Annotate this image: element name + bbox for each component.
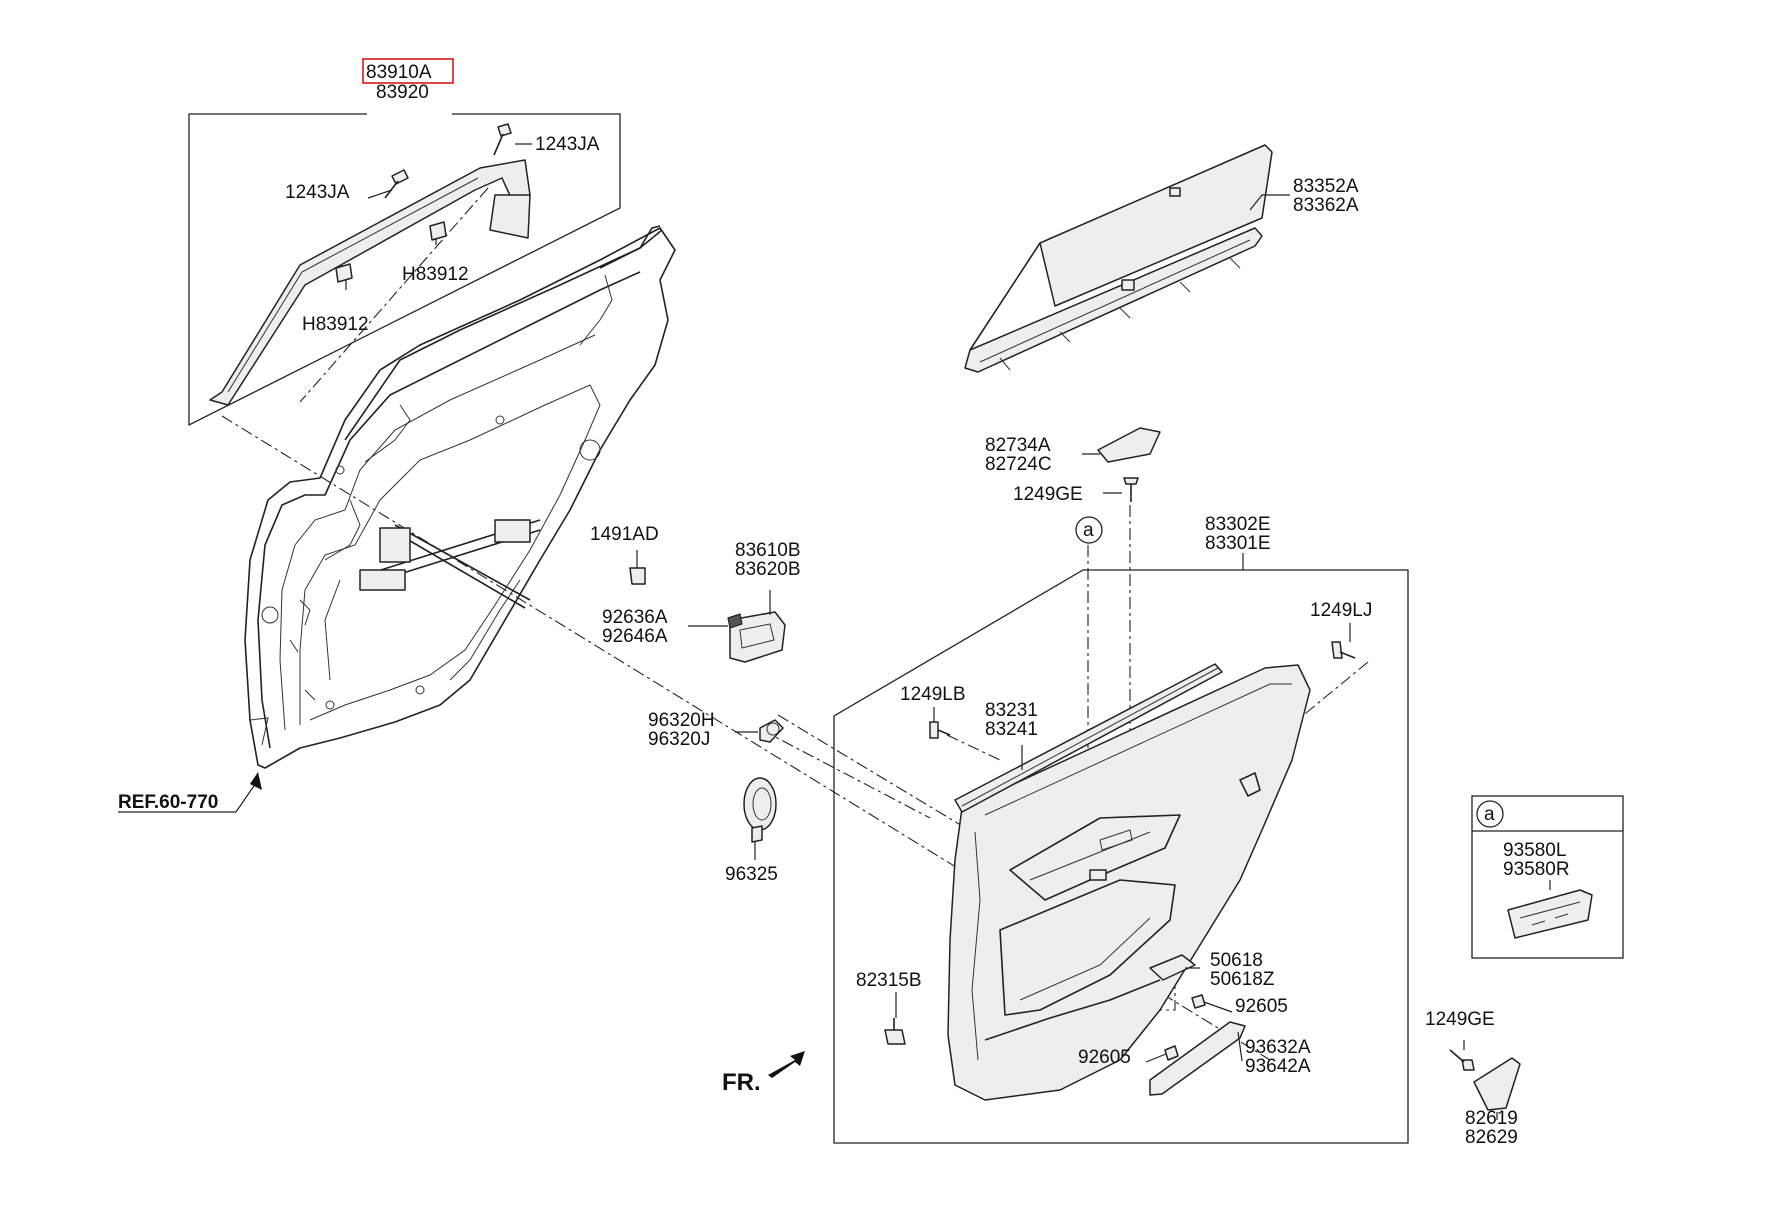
label-83301e: 83301E [1205, 533, 1271, 554]
bolt-1243ja-a [384, 169, 409, 199]
bolt-1243ja-b [493, 123, 512, 156]
label-83302e: 83302E [1205, 514, 1271, 535]
front-direction-arrow [768, 1051, 805, 1078]
label-93580r: 93580R [1503, 859, 1570, 880]
label-1249ge-b: 1249GE [1425, 1009, 1495, 1030]
label-92636a: 92636A [602, 607, 668, 628]
speaker-96325 [743, 777, 777, 843]
label-circle-a-inset: a [1484, 804, 1495, 825]
inset-box-a [1471, 795, 1624, 959]
clip-82315b [884, 1018, 906, 1045]
label-1249lb: 1249LB [900, 684, 966, 705]
label-93580l: 93580L [1503, 840, 1566, 861]
label-83610b: 83610B [735, 540, 801, 561]
power-window-switch-93580l [1507, 889, 1593, 939]
label-96320j: 96320J [648, 729, 710, 750]
highlight-box-83910a [362, 58, 454, 84]
label-96325: 96325 [725, 864, 778, 885]
label-92605-a: 92605 [1235, 996, 1288, 1017]
door-trim-group-frame [833, 569, 1409, 1144]
label-82619: 82619 [1465, 1108, 1518, 1129]
assembly-line-tweeter [761, 729, 931, 819]
label-ref: REF.60-770 [118, 792, 218, 813]
clip-1491ad [629, 567, 646, 585]
glass-run-channel [209, 159, 531, 406]
label-92646a: 92646A [602, 626, 668, 647]
leader-lines [345, 143, 1551, 1120]
label-h83912-b: H83912 [302, 314, 369, 335]
label-fr: FR. [722, 1069, 761, 1096]
door-frame-assembly [244, 225, 676, 769]
label-1243ja-b: 1243JA [285, 182, 350, 203]
label-83910a: 83910A [366, 62, 432, 83]
label-82315b: 82315B [856, 970, 922, 991]
label-93642a: 93642A [1245, 1056, 1311, 1077]
assembly-line-upper [299, 187, 489, 403]
screw-1249lb [929, 721, 951, 739]
label-92605-b: 92605 [1078, 1047, 1131, 1068]
screw-1249ge-top [1123, 477, 1139, 502]
label-circle-a: a [1083, 520, 1094, 541]
ref-arrow [118, 772, 262, 813]
part-labels: 83910A 83920 1243JA 1243JA H83912 H83912… [118, 62, 1570, 1148]
label-83352a: 83352A [1293, 176, 1359, 197]
label-1249lj: 1249LJ [1310, 600, 1372, 621]
bracket-82619 [1473, 1057, 1521, 1111]
clip-h83912-a [335, 263, 353, 283]
label-96320h: 96320H [648, 710, 715, 731]
label-50618: 50618 [1210, 950, 1263, 971]
label-83362a: 83362A [1293, 195, 1359, 216]
inside-handle-83610b [727, 611, 786, 663]
label-83231: 83231 [985, 700, 1038, 721]
garnish-93632a [1149, 1021, 1246, 1096]
label-1243ja-a: 1243JA [535, 134, 600, 155]
circle-a-inset-marker [1476, 800, 1504, 828]
label-50618z: 50618Z [1210, 969, 1275, 990]
clip-h83912-b [429, 221, 447, 241]
label-1491ad: 1491AD [590, 524, 659, 545]
label-82629: 82629 [1465, 1127, 1518, 1148]
garnish-82734a [1097, 427, 1161, 463]
screw-1249ge-bottom [1449, 1049, 1475, 1071]
screw-1249lj [1331, 641, 1356, 659]
assembly-line-1249lb [946, 734, 1001, 761]
label-93632a: 93632A [1245, 1037, 1311, 1058]
assembly-line-glass-run [221, 415, 1271, 1061]
label-1249ge-a: 1249GE [1013, 484, 1083, 505]
weatherstrip-83231 [954, 663, 1223, 813]
label-83620b: 83620B [735, 559, 801, 580]
pad-50618 [1149, 954, 1196, 981]
label-83920: 83920 [376, 82, 429, 103]
label-82734a: 82734A [985, 435, 1051, 456]
label-82724c: 82724C [985, 454, 1052, 475]
glass-run-group-frame [188, 113, 621, 427]
label-h83912-a: H83912 [402, 264, 469, 285]
tweeter-96320h [759, 719, 784, 743]
door-trim-panel [947, 664, 1311, 1101]
sunshade-assembly [964, 144, 1273, 373]
circle-a-marker [1075, 516, 1103, 544]
assembly-line-1249lj [1299, 661, 1369, 719]
label-83241: 83241 [985, 719, 1038, 740]
clip-92605-b [1164, 1045, 1179, 1061]
clip-92605-a [1191, 994, 1206, 1009]
